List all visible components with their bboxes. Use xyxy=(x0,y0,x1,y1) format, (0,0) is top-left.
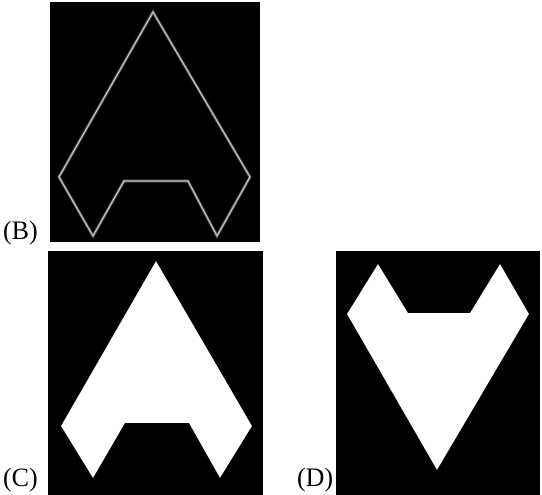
panel-d-shape xyxy=(347,264,529,470)
panel-label-d: (D) xyxy=(297,463,334,492)
panel-label-c: (C) xyxy=(3,463,38,492)
panel-d-image xyxy=(336,251,540,495)
panel-b-shape-outline xyxy=(58,11,251,238)
panel-b-background xyxy=(50,2,260,242)
panel-b-image xyxy=(48,0,262,244)
panel-c-shape xyxy=(61,261,252,478)
panel-c-image xyxy=(48,251,263,495)
panel-label-b: (B) xyxy=(3,216,38,245)
